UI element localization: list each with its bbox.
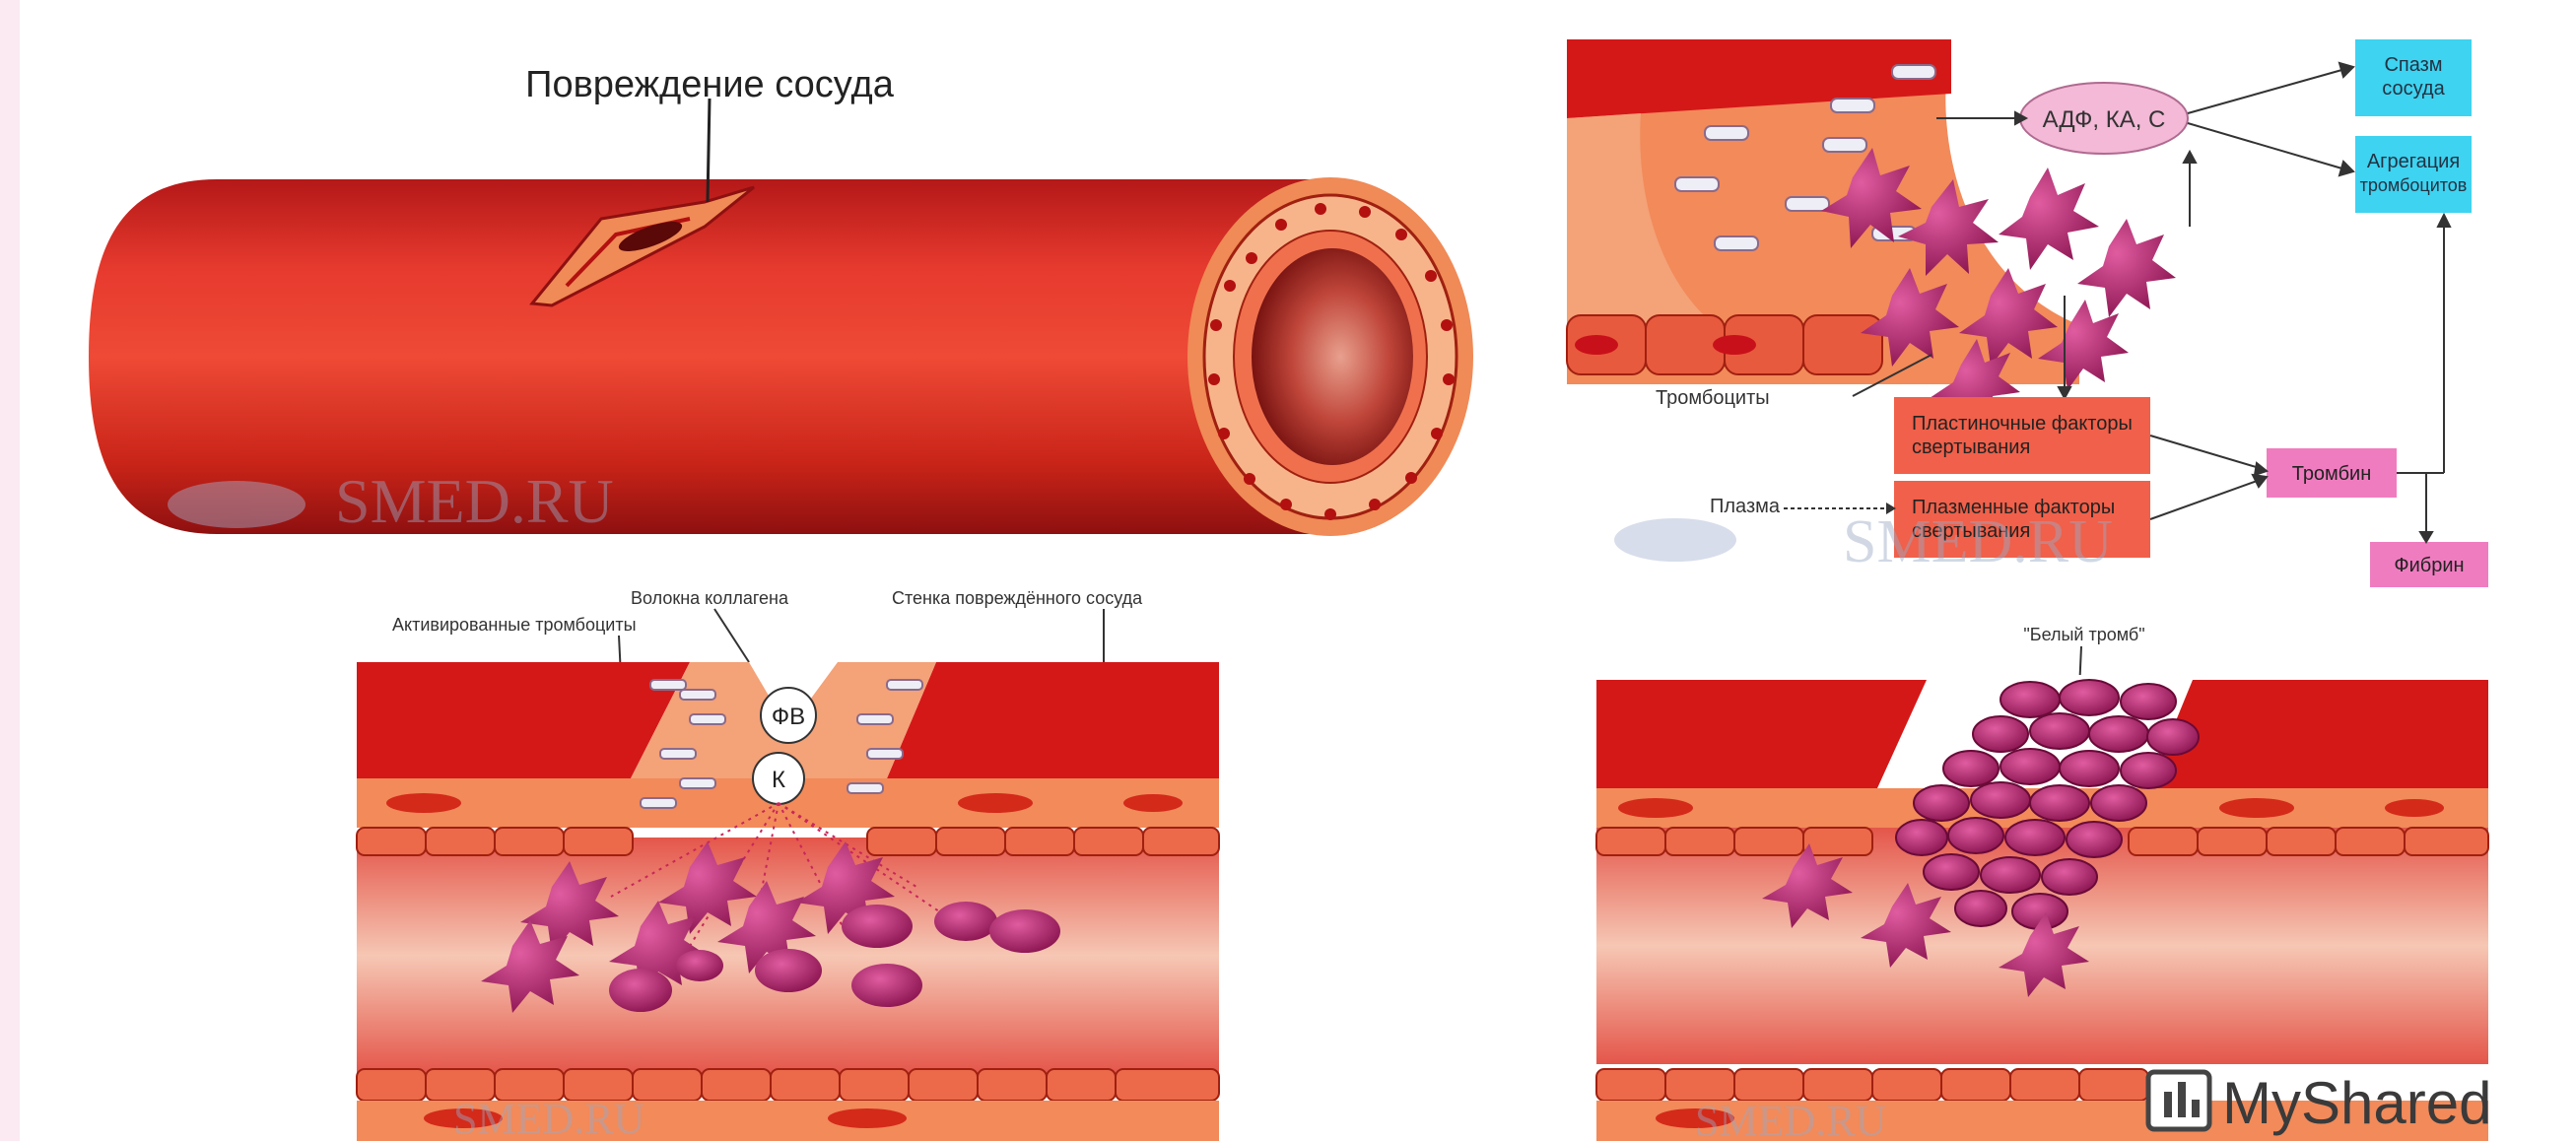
panel-white-thrombus: "Белый тромб": [1596, 625, 2488, 1141]
collagen-label: Волокна коллагена: [631, 588, 789, 608]
plasma-label: Плазма: [1710, 496, 1781, 517]
vw-factor-label: ФВ: [772, 704, 805, 730]
vessel-lumen: [1252, 248, 1413, 465]
k-factor-label: К: [772, 767, 785, 793]
spasm-line2: сосуда: [2382, 78, 2445, 100]
myshared-logo: MyShared: [2148, 1070, 2491, 1136]
platelet-factors-line2: свертывания: [1912, 436, 2030, 458]
panel-activated-platelets: Волокна коллагена Стенка повреждённого с…: [357, 588, 1219, 1141]
mediators-label: АДФ, КА, С: [2043, 106, 2166, 133]
vessel-tube: [89, 179, 1311, 534]
watermark-panel1: SMED.RU: [335, 466, 614, 536]
watermark-panel3: SMED.RU: [453, 1095, 644, 1141]
platelet-factors-line1: Пластиночные факторы: [1912, 413, 2133, 435]
platelet-factors-box: [1894, 397, 2150, 474]
aggregation-line1: Агрегация: [2367, 151, 2460, 172]
myshared-wordmark: MyShared: [2222, 1070, 2491, 1136]
panel-hemostasis-scheme: АДФ, КА, С Спазм сосуда Агрегация тромбо…: [1567, 32, 2567, 588]
spasm-line1: Спазм: [2384, 54, 2442, 76]
watermark-panel2: SMED.RU: [1843, 508, 2113, 575]
platelets-label: Тромбоциты: [1656, 387, 1770, 409]
watermark-panel4: SMED.RU: [1695, 1097, 1886, 1141]
fibrin-label: Фибрин: [2394, 555, 2464, 576]
white-thrombus-label: "Белый тромб": [2023, 625, 2144, 644]
wall-label: Стенка повреждённого сосуда: [892, 588, 1143, 608]
aggregation-line2: тромбоцитов: [2360, 175, 2468, 195]
aggregation-box: [2355, 136, 2472, 213]
thrombin-label: Тромбин: [2292, 463, 2372, 485]
activated-label: Активированные тромбоциты: [392, 615, 637, 635]
vessel-damage-title: Повреждение сосуда: [525, 64, 895, 105]
